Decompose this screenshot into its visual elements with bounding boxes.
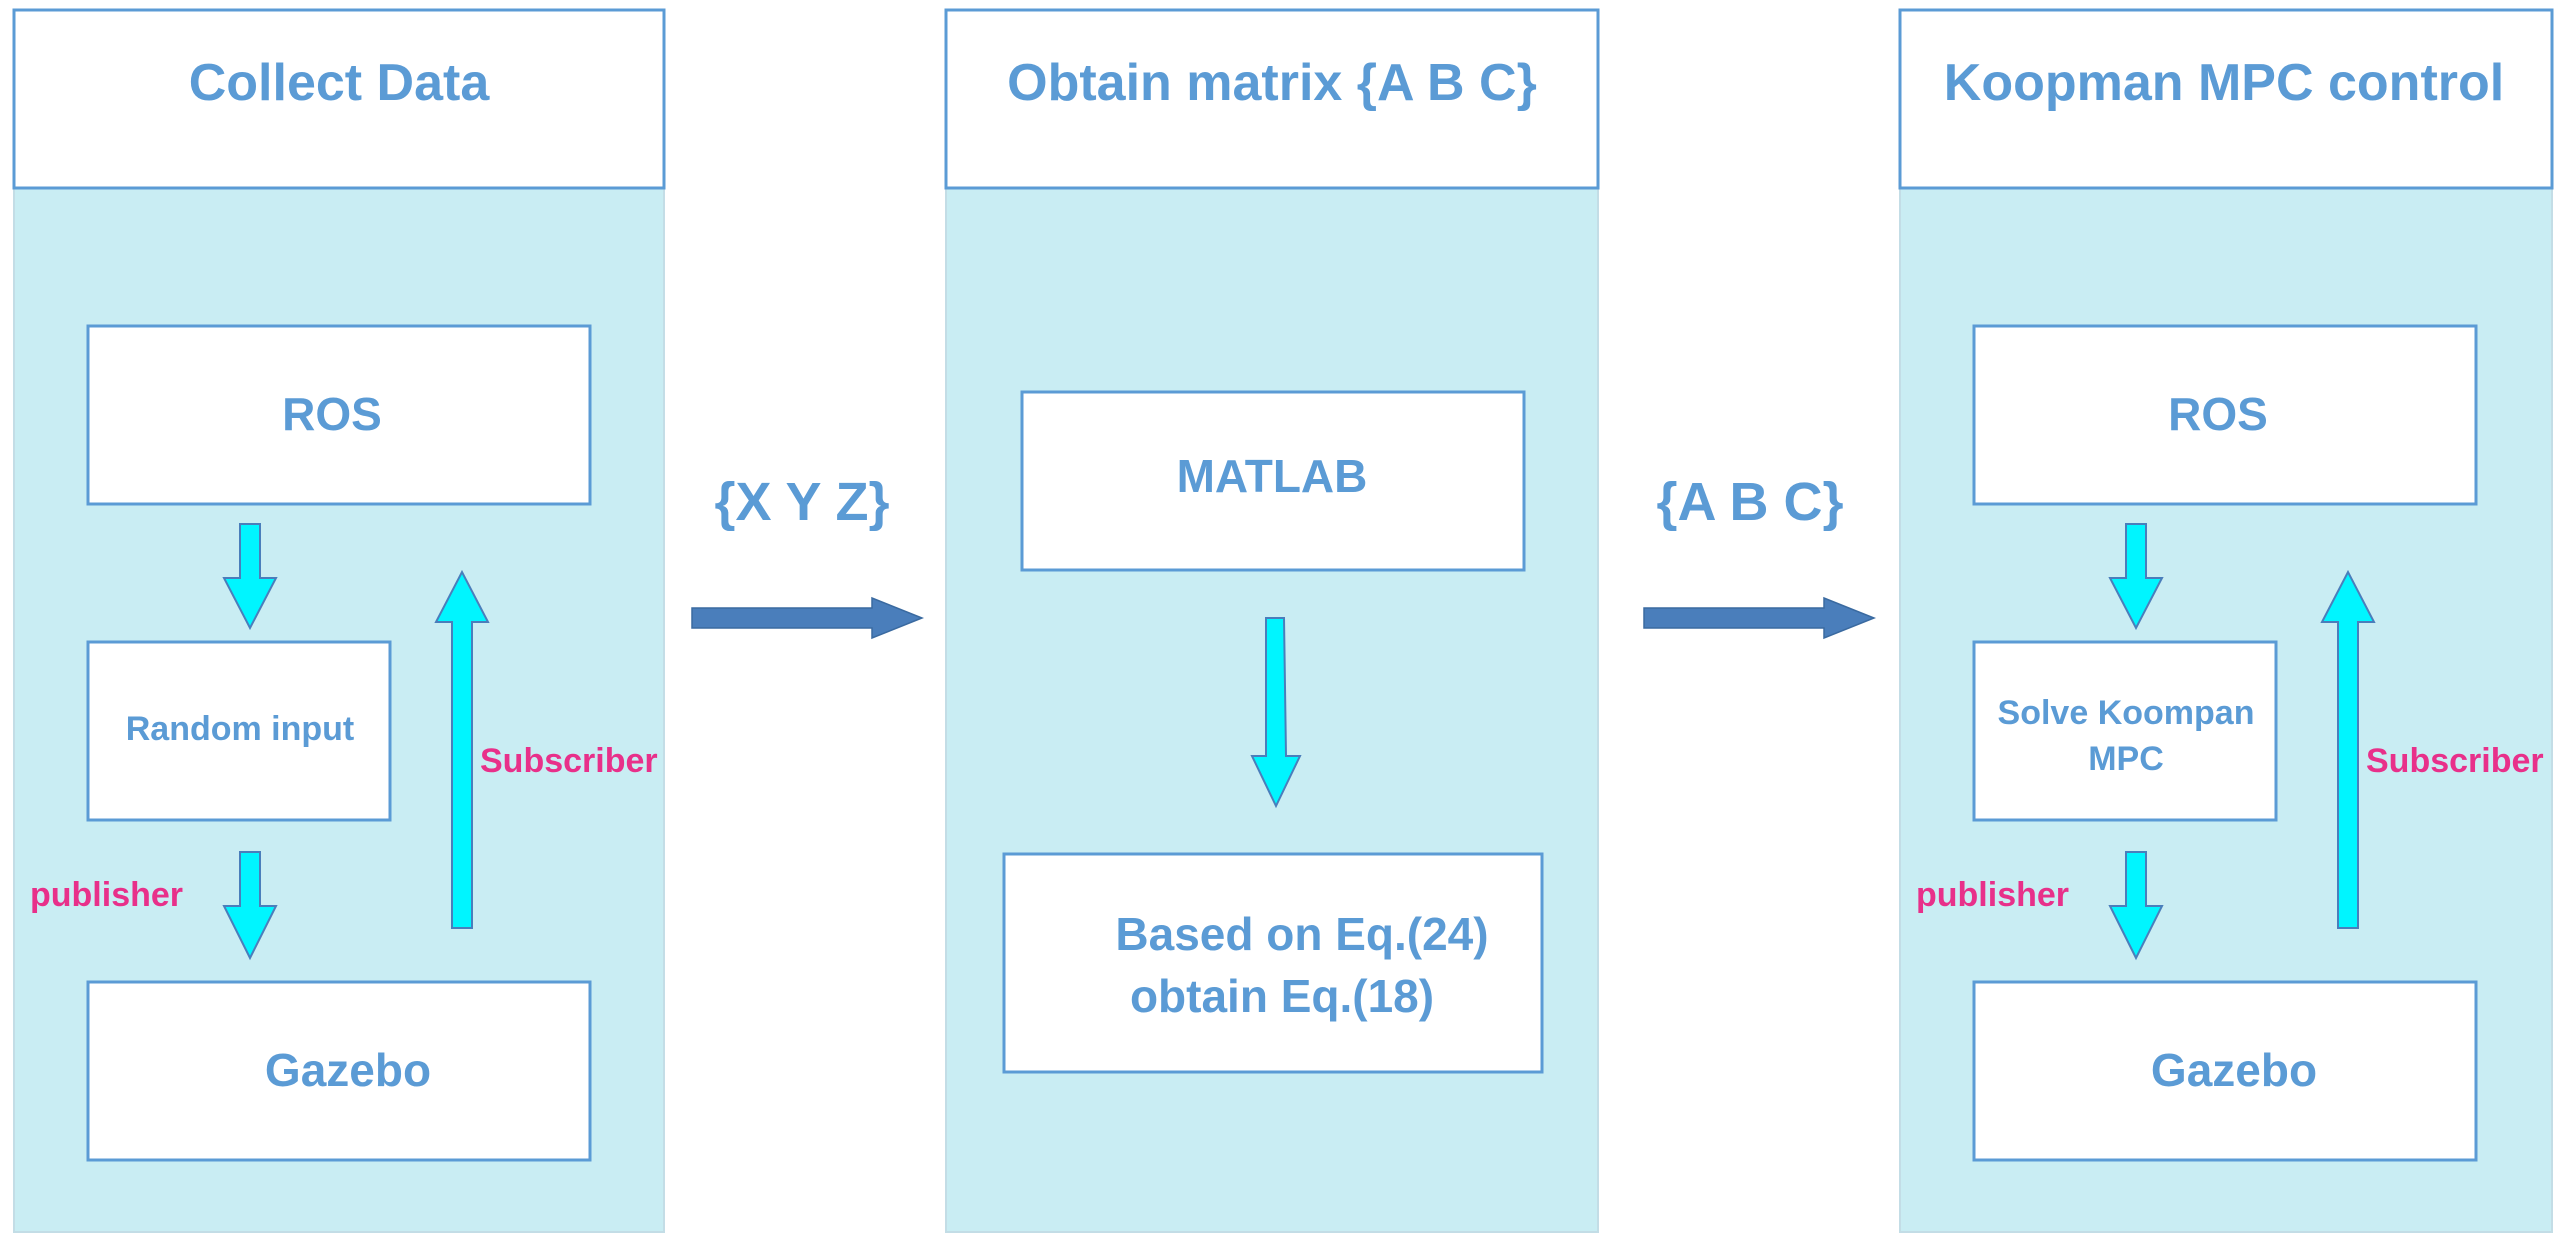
gazebo-box — [86, 980, 592, 1162]
solve-mpc-line-2: MPC — [2088, 740, 2164, 778]
random-input-label: Random input — [126, 710, 355, 748]
publisher-label: publisher — [1916, 876, 2069, 914]
edge-label: {A B C} — [1656, 472, 1843, 532]
up-arrow-icon — [2320, 569, 2376, 929]
down-arrow-icon — [222, 851, 278, 961]
down-arrow-icon — [222, 523, 278, 631]
edge-obtain-to-control: {A B C} — [1643, 472, 1877, 640]
right-arrow-icon — [1643, 596, 1877, 640]
panel-title: Obtain matrix {A B C} — [1007, 54, 1537, 112]
panel-title: Collect Data — [189, 54, 491, 112]
subscriber-label: Subscriber — [480, 742, 658, 780]
down-arrow-icon — [1250, 617, 1302, 809]
ros-box-label: ROS — [282, 388, 382, 440]
equation-line-2: obtain Eq.(18) — [1130, 970, 1434, 1022]
panel-obtain-matrix: Obtain matrix {A B C} MATLAB Based on Eq… — [944, 8, 1600, 1233]
publisher-label: publisher — [30, 876, 183, 914]
matlab-box — [1020, 390, 1526, 572]
edge-collect-to-obtain: {X Y Z} — [691, 472, 925, 640]
panel-title: Koopman MPC control — [1944, 54, 2504, 112]
subscriber-label: Subscriber — [2366, 742, 2544, 780]
gazebo-box-label: Gazebo — [2151, 1044, 2317, 1096]
down-arrow-icon — [2108, 523, 2164, 631]
panel-collect-data: Collect Data ROS Random input Gazebo pub… — [12, 8, 666, 1233]
edge-label: {X Y Z} — [714, 472, 889, 532]
down-arrow-icon — [2108, 851, 2164, 961]
random-input-box — [86, 640, 392, 822]
ros-box — [1972, 324, 2478, 506]
panel-header-box — [12, 8, 666, 190]
ros-box — [86, 324, 592, 506]
right-arrow-icon — [691, 596, 925, 640]
ros-box-label: ROS — [2168, 388, 2268, 440]
up-arrow-icon — [434, 569, 490, 929]
equation-line-1: Based on Eq.(24) — [1115, 908, 1488, 960]
matlab-box-label: MATLAB — [1177, 450, 1368, 502]
solve-mpc-line-1: Solve Koompan — [1998, 694, 2255, 732]
solve-mpc-box — [1972, 640, 2278, 822]
equation-box — [1002, 852, 1544, 1074]
gazebo-box-label: Gazebo — [265, 1044, 431, 1096]
panel-header-box — [1898, 8, 2554, 190]
panel-koopman-mpc: Koopman MPC control ROS Solve Koompan MP… — [1898, 8, 2554, 1233]
gazebo-box — [1972, 980, 2478, 1162]
panel-header-box — [944, 8, 1600, 190]
